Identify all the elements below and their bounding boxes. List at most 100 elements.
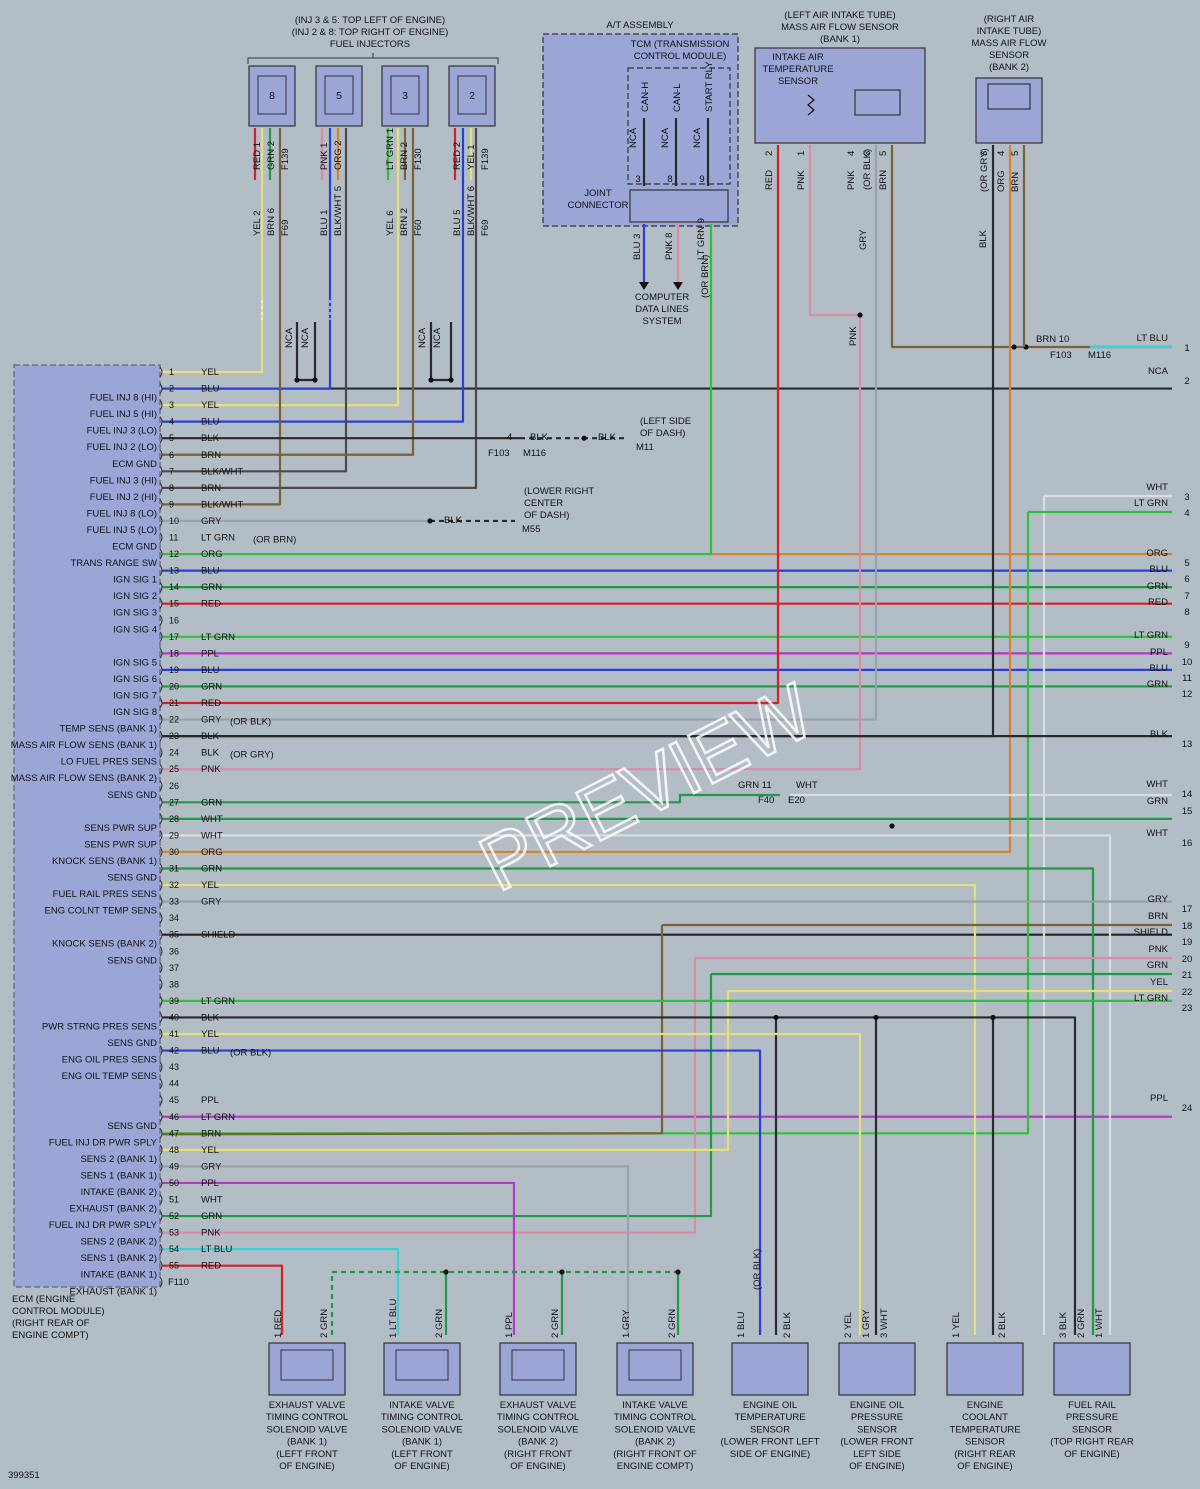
- gry-label: GRY: [858, 229, 869, 250]
- ecm-pin-label: EXHAUST (BANK 2): [70, 1204, 157, 1215]
- bottom-component-name: COOLANT: [962, 1412, 1008, 1423]
- splice-dot: [889, 823, 895, 829]
- right-wire-color: RED: [1148, 597, 1168, 608]
- tcm-pin: START RLY: [704, 61, 715, 112]
- ecm-pin-number: 38: [169, 979, 179, 989]
- injectors-title: (INJ 3 & 5: TOP LEFT OF ENGINE): [295, 15, 445, 26]
- blk-40: [162, 1016, 1077, 1335]
- ecm-pin-number: 18: [169, 648, 179, 658]
- ecm-pin-label: KNOCK SENS (BANK 1): [52, 856, 157, 867]
- pin-bracket: [159, 465, 163, 477]
- ground-location: OF DASH): [524, 510, 569, 521]
- injector-number: 5: [336, 90, 342, 102]
- splice-conn: E20: [788, 795, 805, 806]
- bottom-pin-num: 2: [550, 1333, 561, 1338]
- ecm-pin-number: 14: [169, 582, 179, 592]
- bottom-component-name: (LOWER FRONT: [840, 1437, 914, 1448]
- bottom-component-name: (BANK 1): [402, 1437, 442, 1448]
- data-line-arrows: [639, 282, 683, 290]
- ecm-pin-label: IGN SIG 6: [113, 674, 157, 685]
- jc-out-wire: BLU 3: [632, 234, 643, 260]
- bottom-component-name: OF ENGINE): [849, 1461, 904, 1472]
- injector-lo-wire: [162, 128, 478, 489]
- ecm-pin-label: FUEL INJ 3 (HI): [90, 475, 157, 486]
- ecm-pin-wire-color: BLK: [201, 731, 220, 742]
- joint-connector-box: [629, 189, 729, 223]
- ecm-pin-wire-color: RED: [201, 599, 221, 610]
- yel-41: [162, 1032, 862, 1335]
- bottom-pin-num: 1: [1094, 1333, 1105, 1338]
- right-connector-number: 17: [1182, 904, 1193, 915]
- injector-pin-top: F130: [413, 148, 424, 170]
- bottom-component-name: SENSOR: [857, 1424, 897, 1435]
- ecm-pin-label: IGN SIG 2: [113, 591, 157, 602]
- ecm-pin-label: FUEL INJ 5 (HI): [90, 409, 157, 420]
- tcm-title: CONTROL MODULE): [634, 51, 727, 62]
- bottom-component-name: LEFT SIDE: [853, 1449, 901, 1460]
- or-brn-note: (OR BRN): [700, 255, 711, 298]
- pin-bracket: [159, 1227, 163, 1238]
- right-connector-number: 22: [1182, 987, 1193, 998]
- bottom-pin-num: 1: [388, 1333, 399, 1338]
- ecm-pin-label: EXHAUST (BANK 1): [70, 1286, 157, 1297]
- ecm-pin-wire-color: YEL: [201, 1029, 219, 1040]
- bottom-wire-color: GRN: [434, 1309, 445, 1330]
- splice-conn: M116: [1088, 350, 1111, 361]
- ecm-pin-wire-color: GRN: [201, 797, 222, 808]
- pin-bracket: [159, 979, 163, 990]
- maf1-wire-color: PNK: [846, 170, 857, 190]
- pin-bracket: [159, 830, 163, 841]
- ecm-pin-wire-color: BLU: [201, 566, 220, 577]
- ecm-pin-label: SENS 2 (BANK 2): [80, 1237, 157, 1248]
- right-connector-number: 1: [1184, 343, 1189, 354]
- pin-bracket: [159, 1111, 163, 1123]
- ecm-pin-number: 1: [169, 367, 174, 377]
- bottom-component-name: (LEFT FRONT: [276, 1449, 338, 1460]
- nca-label: NCA: [417, 327, 428, 348]
- nca-label: NCA: [284, 327, 295, 348]
- bottom-component-name: FUEL RAIL: [1068, 1400, 1116, 1411]
- ecm-pin-wire-color: GRY: [201, 715, 222, 726]
- pin-bracket: [159, 1194, 163, 1205]
- ecm-pin-wire-color: ORG: [201, 847, 223, 858]
- bottom-component-name: SOLENOID VALVE: [498, 1424, 579, 1435]
- maf1-pin-num: 5: [878, 151, 889, 156]
- ecm-pin-wire-color: ORG: [201, 549, 223, 560]
- injector-pin-bot: BLK/WHT 6: [466, 186, 477, 236]
- bottom-component-name: EXHAUST VALVE: [269, 1400, 346, 1411]
- iat-sensor-label: TEMPERATURE: [762, 64, 833, 75]
- bottom-component-name: TIMING CONTROL: [381, 1412, 463, 1423]
- bottom-component-name: EXHAUST VALVE: [500, 1400, 577, 1411]
- computer-data-lines: SYSTEM: [642, 316, 681, 327]
- ecm-pin-number: 6: [169, 450, 174, 460]
- bottom-pin-num: 2: [782, 1333, 793, 1338]
- bottom-component: [838, 1342, 916, 1396]
- maf1-title: (LEFT AIR INTAKE TUBE): [784, 10, 895, 21]
- ground-location: (LOWER RIGHT: [524, 486, 594, 497]
- maf2-blk-label: BLK: [978, 229, 989, 248]
- injector-pin-bot: F69: [480, 220, 491, 236]
- ecm-pin-label: FUEL INJ 3 (LO): [87, 426, 157, 437]
- maf1-pin-num: 4: [846, 151, 857, 156]
- right-connector-number: 7: [1184, 591, 1189, 602]
- pin-bracket: [159, 763, 163, 775]
- bottom-component-name: (BANK 2): [518, 1437, 558, 1448]
- ecm-pin-wire-color: BLK: [201, 433, 220, 444]
- ecm-pin-wire-color: YEL: [201, 1145, 219, 1156]
- right-connector-number: 5: [1184, 558, 1189, 569]
- splice-label: WHT: [796, 780, 818, 791]
- ecm-pin-number: 31: [169, 864, 179, 874]
- pin-bracket: [159, 1078, 163, 1089]
- splice-label: BLK: [598, 432, 617, 443]
- ecm-pin-label: FUEL INJ DR PWR SPLY: [49, 1137, 158, 1148]
- solenoid-coil: [511, 1349, 565, 1381]
- bottom-pin-num: 2: [667, 1333, 678, 1338]
- right-wire-color: ORG: [1146, 548, 1168, 559]
- ecm-pin-label: FUEL INJ 8 (HI): [90, 393, 157, 404]
- ecm-pin-label: SENS 1 (BANK 2): [80, 1253, 157, 1264]
- ecm-pin-number: 41: [169, 1029, 179, 1039]
- injector-pin-top: PNK 1: [319, 143, 330, 170]
- ecm-pin-number: 3: [169, 400, 174, 410]
- ecm-pin-label: FUEL INJ 5 (LO): [87, 525, 157, 536]
- maf1-wire-color: BRN: [878, 170, 889, 190]
